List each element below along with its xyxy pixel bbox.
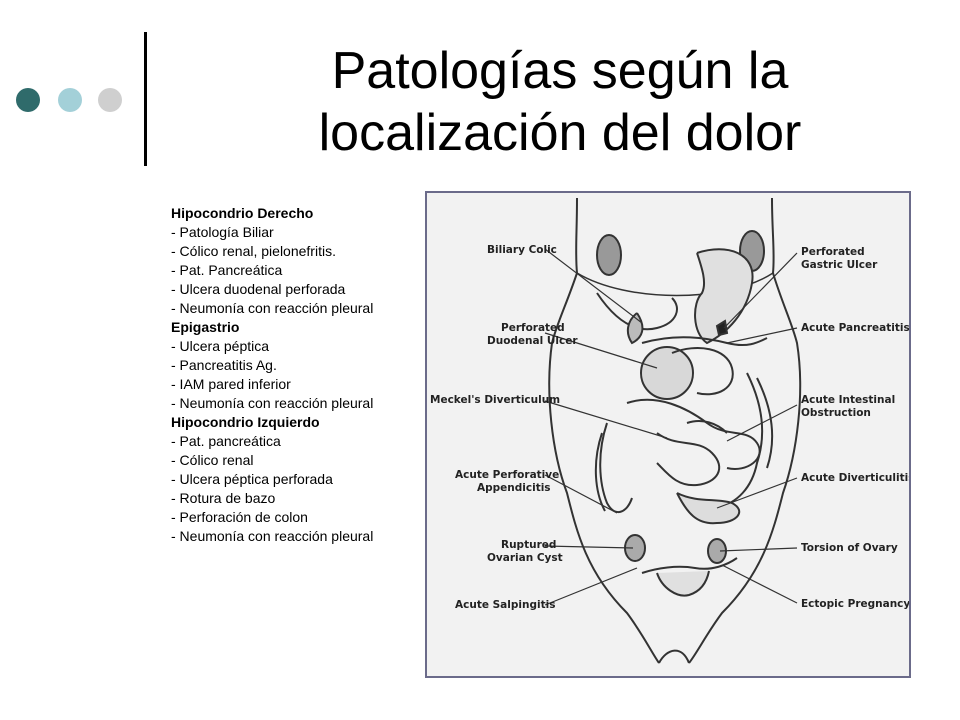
title-line-1: Patologías según la bbox=[331, 42, 789, 100]
dot-dark-teal bbox=[16, 88, 40, 112]
label-perforated-duodenal-1: Perforated bbox=[501, 322, 565, 334]
label-meckel: Meckel's Diverticulum bbox=[430, 394, 560, 406]
slide-title: Patologías según la localización del dol… bbox=[200, 40, 920, 164]
label-ovarian-cyst-2: Ovarian Cyst bbox=[487, 552, 563, 564]
label-appendicitis-2: Appendicitis bbox=[477, 482, 551, 494]
label-ovarian-cyst-1: Ruptured bbox=[501, 539, 556, 551]
label-appendicitis-1: Acute Perforative bbox=[455, 469, 559, 481]
label-perforated-duodenal-2: Duodenal Ulcer bbox=[487, 335, 578, 347]
label-ectopic-pregnancy: Ectopic Pregnancy bbox=[801, 598, 909, 610]
title-divider bbox=[144, 32, 147, 166]
pathology-item: - Cólico renal, pielonefritis. bbox=[171, 243, 336, 259]
pathology-item: - IAM pared inferior bbox=[171, 376, 291, 392]
pathology-item: - Perforación de colon bbox=[171, 509, 308, 525]
region-heading: Hipocondrio Derecho bbox=[171, 205, 314, 221]
region-heading: Epigastrio bbox=[171, 319, 240, 335]
torso-right-outline bbox=[688, 197, 802, 664]
pathology-item: - Neumonía con reacción pleural bbox=[171, 395, 374, 411]
title-line-2: localización del dolor bbox=[318, 104, 802, 162]
pathology-item: - Ulcera péptica perforada bbox=[171, 471, 333, 487]
label-diverticulitis: Acute Diverticulitis bbox=[801, 472, 909, 484]
label-biliary-colic: Biliary Colic bbox=[487, 244, 557, 256]
pathology-item: - Pat. pancreática bbox=[171, 433, 281, 449]
pathology-item: - Rotura de bazo bbox=[171, 490, 276, 506]
label-torsion-ovary: Torsion of Ovary bbox=[801, 542, 898, 554]
pathology-item: - Pat. Pancreática bbox=[171, 262, 283, 278]
abdomen-drawing: Biliary Colic Perforated Duodenal Ulcer … bbox=[430, 197, 909, 664]
label-acute-pancreatitis: Acute Pancreatitis bbox=[801, 322, 909, 334]
pathology-item: - Neumonía con reacción pleural bbox=[171, 300, 374, 316]
dot-gray bbox=[98, 88, 122, 112]
label-salpingitis: Acute Salpingitis bbox=[455, 599, 555, 611]
pathology-item: - Ulcera duodenal perforada bbox=[171, 281, 346, 297]
label-perforated-gastric-2: Gastric Ulcer bbox=[801, 259, 878, 271]
pathology-item: - Cólico renal bbox=[171, 452, 254, 468]
abdomen-illustration: Biliary Colic Perforated Duodenal Ulcer … bbox=[425, 191, 911, 678]
dot-light-blue bbox=[58, 88, 82, 112]
pathology-item: - Patología Biliar bbox=[171, 224, 274, 240]
pathology-item: - Pancreatitis Ag. bbox=[171, 357, 277, 373]
region-heading: Hipocondrio Izquierdo bbox=[171, 414, 320, 430]
decorative-dots bbox=[16, 88, 126, 112]
label-perforated-gastric-1: Perforated bbox=[801, 246, 865, 258]
label-intestinal-obstruction-1: Acute Intestinal bbox=[801, 394, 895, 406]
pathology-item: - Ulcera péptica bbox=[171, 338, 270, 354]
label-intestinal-obstruction-2: Obstruction bbox=[801, 407, 871, 419]
pathology-list: Hipocondrio Derecho - Patología Biliar - C… bbox=[171, 204, 421, 546]
pathology-item: - Neumonía con reacción pleural bbox=[171, 528, 374, 544]
